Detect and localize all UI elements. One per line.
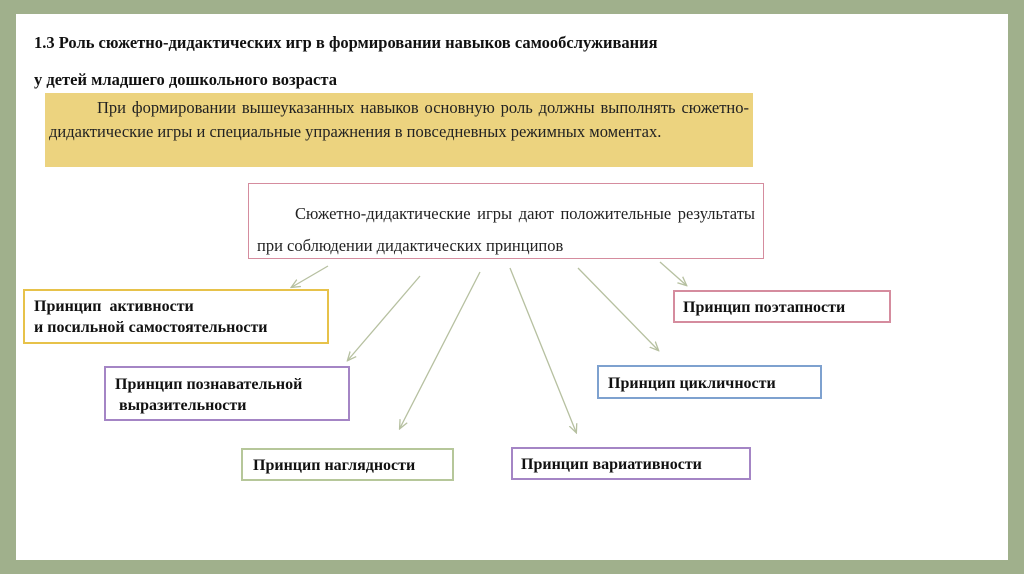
principle-activity-line1: Принцип активности: [34, 298, 194, 315]
arrow-visual: [400, 271, 481, 428]
principle-activity-box: Принцип активности и посильной самостоят…: [23, 289, 329, 344]
arrow-stages: [659, 261, 686, 285]
principle-cognitive-box: Принцип познавательной выразительности: [104, 366, 350, 421]
arrow-variative: [509, 267, 576, 432]
slide-title-line2: у детей младшего дошкольного возраста: [34, 70, 337, 89]
principle-cyclic-box: Принцип цикличности: [597, 365, 822, 399]
principle-cognitive-line1: Принцип познавательной: [115, 376, 303, 393]
central-statement-box: Сюжетно-дидактические игры дают положите…: [248, 183, 764, 259]
principle-activity-line2: и посильной самостоятельности: [34, 319, 268, 336]
principle-stages-box: Принцип поэтапности: [673, 290, 891, 323]
arrow-activity: [292, 265, 329, 287]
arrow-cognitive: [348, 275, 421, 360]
arrow-cyclic: [577, 267, 658, 350]
principle-visual-box: Принцип наглядности: [241, 448, 454, 481]
principle-cognitive-line2: выразительности: [115, 397, 247, 414]
intro-text-box: При формировании вышеуказанных навыков о…: [45, 93, 753, 167]
slide-title-line1: 1.3 Роль сюжетно-дидактических игр в фор…: [34, 33, 658, 52]
principle-variative-box: Принцип вариативности: [511, 447, 751, 480]
